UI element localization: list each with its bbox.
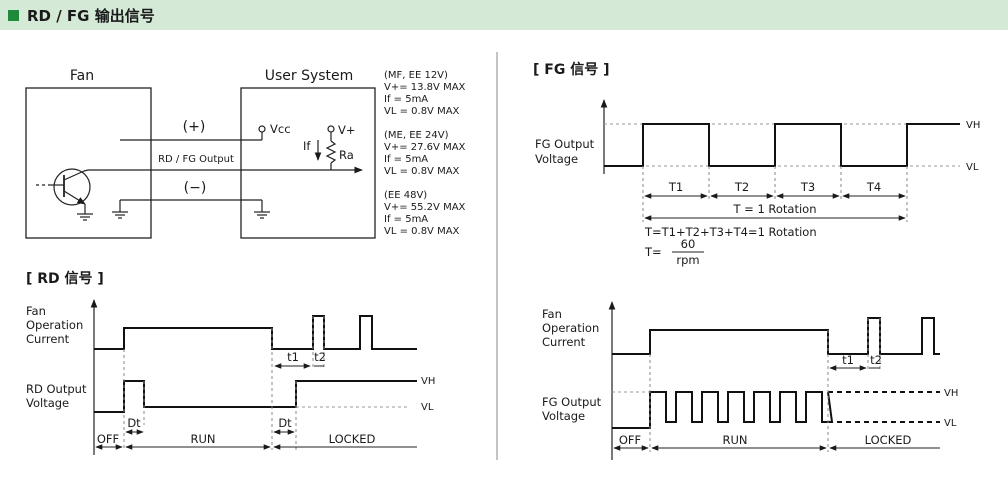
- spec-line: (EE 48V): [384, 190, 427, 201]
- rd-fan-current-line1: Fan: [26, 304, 46, 318]
- fg-formula: T=T1+T2+T3+T4=1 Rotation: [644, 225, 817, 239]
- circuit-diagram: Fan User System Vcc (+) RD / FG Output V…: [25, 68, 466, 239]
- spec-line: If = 5mA: [384, 94, 428, 105]
- rd-vl-label: VL: [421, 402, 434, 413]
- spec-line: VL = 0.8V MAX: [384, 166, 460, 177]
- vplus-label: V+: [338, 123, 356, 137]
- fg-timing-locked-label: LOCKED: [865, 433, 912, 447]
- rd-off-label: OFF: [97, 432, 119, 446]
- fg-waveform: [604, 123, 960, 167]
- rd-vh-label: VH: [421, 376, 435, 387]
- fan-label: Fan: [70, 68, 94, 84]
- fg-timing-t1-label: t1: [842, 353, 854, 367]
- rd-timing-diagram: [ RD 信号 ] Fan Operation Current RD Outpu…: [26, 270, 435, 455]
- rd-title: [ RD 信号 ]: [26, 270, 104, 287]
- square-bullet-icon: [8, 9, 19, 21]
- rd-dt-label-2: Dt: [278, 416, 292, 430]
- fg-fan-current-line3: Current: [542, 335, 586, 349]
- rd-current-waveform: [94, 315, 417, 350]
- vplus-terminal: [327, 125, 335, 133]
- fg-signal-diagram: [ FG 信号 ] FG Output Voltage VH VL T1 T2 T3…: [533, 61, 980, 267]
- fg-timing-diagram: Fan Operation Current FG Output Voltage …: [542, 301, 958, 460]
- fg-numerator: 60: [681, 237, 696, 251]
- fg-timing-run-label: RUN: [722, 433, 747, 447]
- fg-fan-current-line1: Fan: [542, 307, 562, 321]
- fg-timing-off-label: OFF: [619, 433, 641, 447]
- spec-line: (ME, EE 24V): [384, 130, 449, 141]
- fg-current-waveform: [612, 317, 940, 355]
- spec-line: (MF, EE 12V): [384, 70, 448, 81]
- fg-voltage-waveform: [612, 391, 834, 429]
- rd-locked-label: LOCKED: [329, 432, 376, 446]
- fg-timing-vh-label: VH: [944, 388, 958, 399]
- if-label: If: [303, 139, 311, 153]
- user-system-label: User System: [265, 68, 354, 84]
- plus-label: (+): [183, 119, 206, 135]
- fg-fan-current-line2: Operation: [542, 321, 599, 335]
- fg-output-voltage2-line1: FG Output: [542, 395, 602, 409]
- fg-vh-label: VH: [966, 120, 980, 131]
- rd-fan-current-line3: Current: [26, 332, 70, 346]
- fg-output-voltage2-line2: Voltage: [542, 409, 585, 423]
- rd-output-label: RD / FG Output: [158, 154, 234, 165]
- spec-line: V+= 55.2V MAX: [384, 202, 466, 213]
- fg-rotation-label: T = 1 Rotation: [732, 202, 816, 216]
- fg-timing-t2-label: t2: [870, 353, 882, 367]
- transistor-icon: [36, 168, 93, 221]
- rd-fan-current-line2: Operation: [26, 318, 83, 332]
- fg-t-eq: T=: [644, 245, 662, 259]
- user-system-box: [240, 87, 376, 239]
- fg-denominator: rpm: [676, 253, 699, 267]
- fg-output-voltage-line1: FG Output: [535, 137, 595, 151]
- signal-diagram: Fan User System Vcc (+) RD / FG Output V…: [25, 52, 980, 460]
- fan-box: [25, 87, 152, 239]
- rd-output-voltage-line1: RD Output: [26, 382, 87, 396]
- spec-line: V+= 27.6V MAX: [384, 142, 466, 153]
- rd-t2-label: t2: [314, 350, 326, 364]
- rd-output-voltage-line2: Voltage: [26, 396, 69, 410]
- fg-period-label: T2: [734, 180, 749, 194]
- fg-title: [ FG 信号 ]: [533, 61, 609, 78]
- fg-period-label: T3: [800, 180, 815, 194]
- fg-period-label: T4: [866, 180, 881, 194]
- spec-line: If = 5mA: [384, 154, 428, 165]
- section-header: RD / FG 输出信号: [0, 0, 1008, 30]
- spec-line: VL = 0.8V MAX: [384, 106, 460, 117]
- fg-output-voltage-line2: Voltage: [535, 152, 578, 166]
- spec-line: V+= 13.8V MAX: [384, 82, 466, 93]
- rd-run-label: RUN: [190, 432, 215, 446]
- fg-period-label: T1: [668, 180, 683, 194]
- rd-t1-label: t1: [287, 350, 299, 364]
- fg-timing-vl-label: VL: [944, 418, 957, 429]
- spec-line: If = 5mA: [384, 214, 428, 225]
- ra-label: Ra: [339, 148, 354, 162]
- minus-label: (−): [184, 180, 207, 196]
- vcc-terminal: [258, 125, 266, 133]
- fg-vl-label: VL: [966, 162, 979, 173]
- spec-line: VL = 0.8V MAX: [384, 226, 460, 237]
- section-title: RD / FG 输出信号: [27, 6, 155, 25]
- vcc-label: Vcc: [270, 122, 291, 136]
- ra-resistor: [325, 140, 337, 164]
- rd-dt-label-1: Dt: [127, 416, 141, 430]
